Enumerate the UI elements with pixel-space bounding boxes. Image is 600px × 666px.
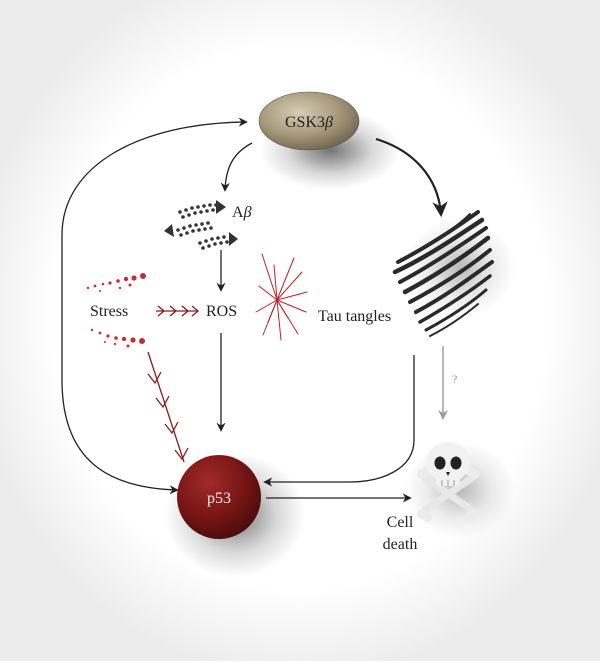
- cell-death-label-line2: death: [383, 536, 418, 553]
- p53-label: p53: [207, 490, 231, 507]
- tau-tangle-icon: [392, 210, 494, 337]
- amyloid-beta-icon: [164, 200, 238, 250]
- gsk3b-to-tau-arrow: [375, 137, 448, 218]
- ros-label: ROS: [206, 303, 237, 320]
- uncertain-link-marker: ?: [452, 372, 457, 386]
- stress-dots-icon: [86, 273, 146, 348]
- svg-text:GSK3β: GSK3β: [285, 114, 333, 131]
- ros-burst-icon: [255, 253, 308, 341]
- gsk3b-node: GSK3β: [258, 91, 360, 151]
- stress-to-ros-arrow: [156, 305, 200, 317]
- abeta-greek: β: [243, 204, 252, 221]
- abeta-label-group: Aβ: [232, 204, 252, 221]
- tau-tangles-label: Tau tangles: [318, 308, 391, 325]
- abeta-label: A: [232, 204, 244, 221]
- p53-node: p53: [177, 455, 261, 539]
- gsk3b-label: GSK3: [285, 114, 325, 131]
- cell-death-label-line1: Cell: [387, 514, 414, 531]
- skull-crossbones-icon: [417, 442, 480, 522]
- p53-gsk3b-feedback-arrow: [61, 117, 248, 495]
- tau-to-p53-arrow: [263, 355, 415, 487]
- stress-label: Stress: [90, 303, 128, 320]
- gsk3b-greek: β: [324, 114, 333, 131]
- gsk3b-to-abeta-arrow: [220, 142, 253, 192]
- stress-to-p53-arrow: [147, 351, 189, 463]
